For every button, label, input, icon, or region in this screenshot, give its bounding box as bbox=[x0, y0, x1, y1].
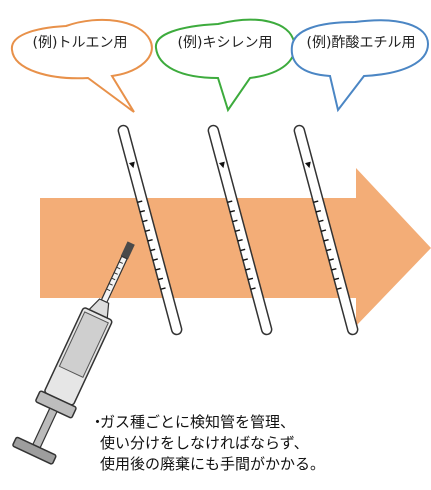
bubble-label-toluene: (例)トルエン用 bbox=[32, 35, 128, 51]
process-arrow bbox=[40, 168, 431, 326]
note-line-2: 使い分けをしなければならず、 bbox=[100, 434, 309, 452]
note-line-1: ガス種ごとに検知管を管理、 bbox=[100, 413, 296, 431]
detector-tube bbox=[293, 124, 359, 336]
detector-tube bbox=[207, 124, 273, 336]
bubble-toluene bbox=[10, 18, 153, 113]
syringe-pump bbox=[12, 241, 135, 465]
detector-tube bbox=[117, 124, 183, 336]
bubble-label-xylene: (例)キシレン用 bbox=[177, 35, 273, 51]
note-line-3: 使用後の廃棄にも手間がかかる。 bbox=[100, 455, 326, 473]
bubble-label-ethyl-acetate: (例)酢酸エチル用 bbox=[306, 35, 416, 51]
bubble-ethyl-acetate bbox=[290, 19, 430, 113]
note-bullet: ・ bbox=[90, 413, 106, 431]
note-text: ・ガス種ごとに検知管を管理、 使い分けをしなければならず、 使用後の廃棄にも手間… bbox=[90, 412, 425, 475]
bubble-xylene bbox=[154, 18, 296, 113]
